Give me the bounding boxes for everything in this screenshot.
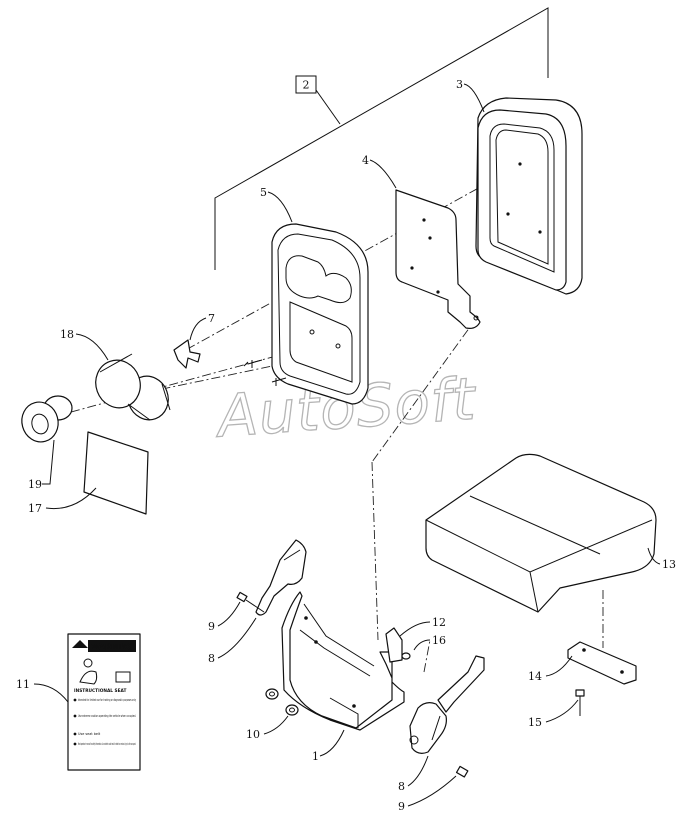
callout-18-label: 11 <box>16 678 30 691</box>
warning-item-1: Intended for limited use for training or… <box>78 698 136 702</box>
washer-15 <box>401 652 411 660</box>
screw-14 <box>575 689 585 716</box>
callout-7: 7 <box>189 312 215 341</box>
seat-frame <box>281 591 405 731</box>
callout-17: 17 <box>28 487 97 515</box>
assembly-bracket <box>214 7 549 270</box>
callout-1: 1 <box>312 729 345 763</box>
seat-bracket <box>567 641 637 685</box>
callout-7-label: 7 <box>208 312 215 325</box>
warning-items: Intended for limited use for training or… <box>73 698 136 746</box>
callout-8-upper-label: 8 <box>208 652 215 665</box>
callout-9-upper: 9 <box>208 601 241 633</box>
callout-15-label: 16 <box>432 634 446 647</box>
callout-2-label: 2 <box>303 79 310 92</box>
screw-9-upper <box>236 591 265 613</box>
callout-8-lower-label: 8 <box>398 780 405 793</box>
warning-item-3: Use seat belt <box>78 732 101 736</box>
callout-12-label: 13 <box>662 558 676 571</box>
callout-1-label: 1 <box>312 750 319 763</box>
screw-9-lower <box>455 765 469 778</box>
callout-14: 15 <box>528 699 579 729</box>
backrest-cushion <box>475 97 583 295</box>
cup-holder <box>95 353 171 421</box>
callout-19-label: 19 <box>28 478 42 491</box>
seat-belt-buckle <box>255 539 307 616</box>
warning-item-4: Read operator's manual for safety inform… <box>78 742 136 746</box>
small-bracket <box>385 627 403 663</box>
warning-subtitle: INSTRUCTIONAL SEAT <box>74 688 127 694</box>
callout-16: 18 <box>60 328 109 361</box>
callout-2: 2 <box>295 75 317 94</box>
plug <box>21 395 73 443</box>
callout-19: 19 <box>28 439 55 491</box>
callout-11-label: 12 <box>432 616 446 629</box>
callout-3-label: 3 <box>456 78 463 91</box>
shell-screws <box>243 359 287 386</box>
callout-15: 16 <box>413 634 446 651</box>
seat-belt-retractor <box>409 655 485 754</box>
warning-title: WARNING <box>91 643 132 652</box>
callout-9-upper-label: 9 <box>208 620 215 633</box>
callout-4: 4 <box>362 154 397 189</box>
backrest-shell <box>271 223 369 405</box>
callout-17-label: 17 <box>28 502 42 515</box>
mounting-plate <box>395 189 481 329</box>
callout-9-lower-label: 9 <box>398 800 405 813</box>
label-plate <box>83 431 149 515</box>
warning-item-2: Use extreme caution operating the vehicl… <box>78 714 136 718</box>
callout-18: 11 <box>16 678 69 703</box>
clip <box>173 339 201 369</box>
warning-decal: WARNING INSTRUCTIONAL SEAT Intended for … <box>67 633 141 771</box>
callout-10: 10 <box>246 715 289 741</box>
callout-13: 14 <box>528 655 573 683</box>
callout-8-upper: 8 <box>208 617 257 665</box>
callout-11: 12 <box>399 616 446 637</box>
callout-9-lower: 9 <box>398 775 457 813</box>
callout-10-label: 10 <box>246 728 260 741</box>
callout-13-label: 14 <box>528 670 542 683</box>
callout-3: 3 <box>456 78 485 113</box>
callout-12: 13 <box>647 547 676 571</box>
callout-16-label: 18 <box>60 328 74 341</box>
nut-10-b <box>285 704 299 716</box>
callout-5-label: 5 <box>260 186 267 199</box>
callout-5: 5 <box>260 186 293 223</box>
callout-4-label: 4 <box>362 154 369 167</box>
seat-cushion <box>425 453 657 613</box>
callout-8-lower: 8 <box>398 755 429 793</box>
nut-10-a <box>265 688 279 700</box>
callout-14-label: 15 <box>528 716 542 729</box>
